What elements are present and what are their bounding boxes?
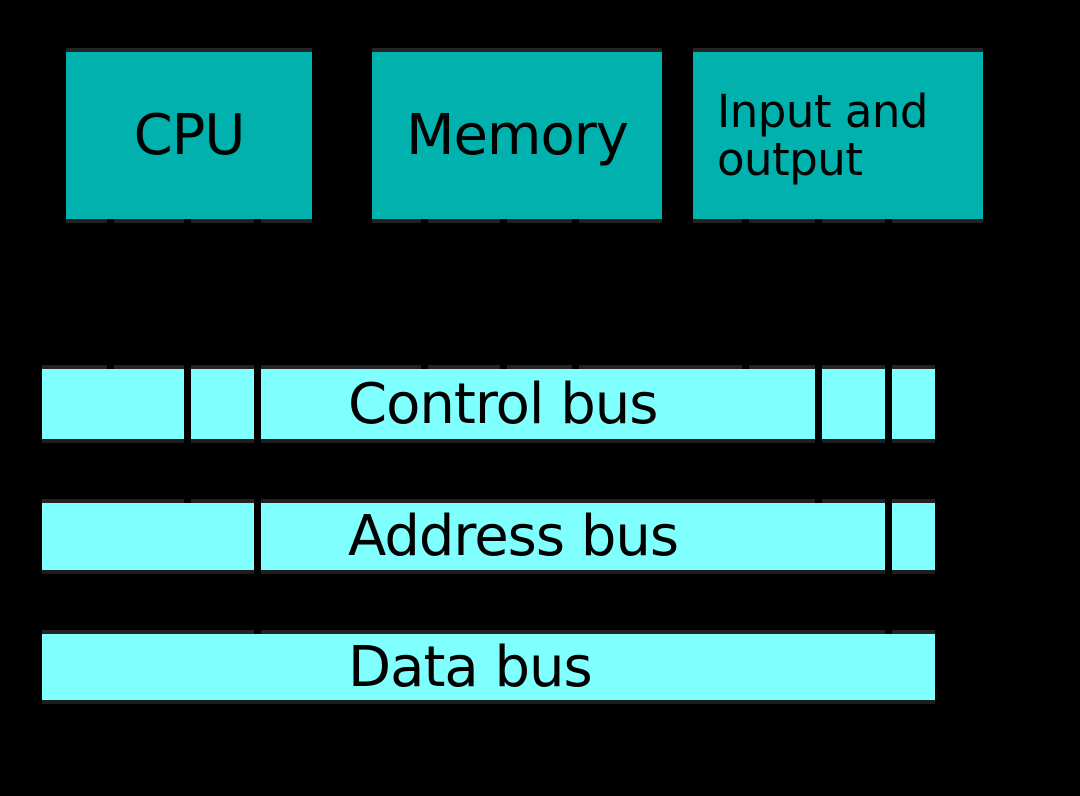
connector-io-address-bus — [815, 219, 822, 503]
control-bus-bar: Control bus — [42, 369, 935, 439]
address-bus-bar: Address bus — [42, 503, 935, 570]
connector-memory-control-bus — [421, 219, 428, 369]
input-output-box: Input and output — [693, 52, 983, 219]
connector-memory-address-bus — [500, 219, 507, 369]
connector-memory-data-bus — [572, 219, 579, 369]
input-output-label-line1: Input and — [717, 84, 929, 138]
address-bus-label: Address bus — [348, 504, 679, 569]
input-output-label: Input and output — [717, 84, 929, 186]
connector-io-control-bus — [742, 219, 749, 369]
data-bus-label: Data bus — [348, 634, 593, 700]
memory-box: Memory — [372, 52, 662, 219]
input-output-label-line2: output — [717, 132, 863, 186]
cpu-box: CPU — [66, 52, 312, 219]
control-bus-label: Control bus — [348, 371, 658, 437]
cpu-label: CPU — [133, 103, 246, 168]
connector-cpu-address-bus — [184, 219, 191, 503]
connector-cpu-data-bus — [254, 219, 261, 634]
memory-label: Memory — [406, 103, 629, 168]
data-bus-bar: Data bus — [42, 634, 935, 700]
connector-io-data-bus — [885, 219, 892, 634]
connector-cpu-control-bus — [107, 219, 114, 369]
